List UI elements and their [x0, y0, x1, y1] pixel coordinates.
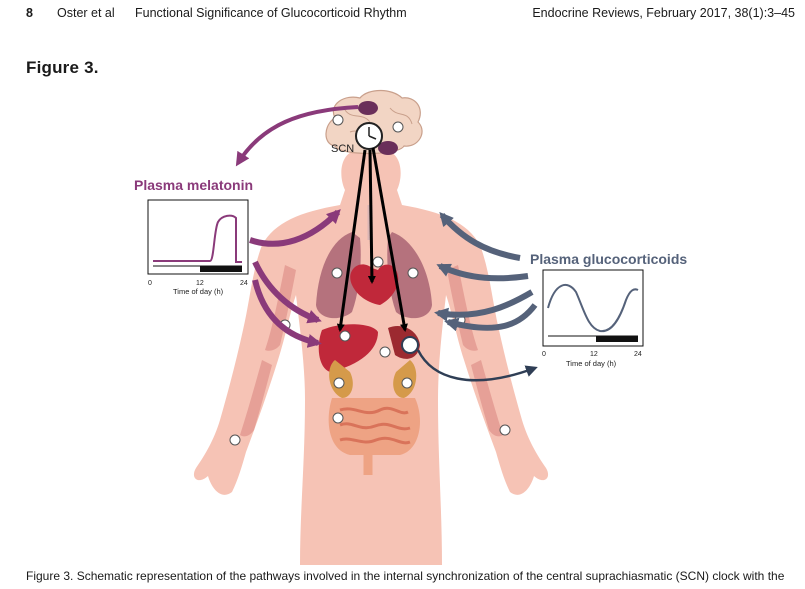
running-title: Functional Significance of Glucocorticoi… [135, 6, 407, 20]
melatonin-title: Plasma melatonin [134, 177, 253, 193]
heart-icon [350, 264, 399, 305]
clock-icon [407, 267, 419, 279]
tick-label: 24 [634, 351, 642, 358]
journal-citation: Endocrine Reviews, February 2017, 38(1):… [532, 6, 795, 20]
tick-label: 12 [196, 280, 204, 287]
scn-pathway-arrows [336, 147, 408, 332]
clock-icon [333, 377, 345, 389]
glucocorticoid-title: Plasma glucocorticoids [530, 251, 687, 267]
clock-icon [392, 121, 404, 133]
page-header: 8 Oster et al Functional Significance of… [0, 6, 805, 26]
figure-caption: Figure 3. Schematic representation of th… [26, 569, 785, 583]
glucocorticoid-chart: 0 12 24 Time of day (h) [542, 269, 644, 368]
tick-label: 24 [240, 280, 248, 287]
x-axis-label: Time of day (h) [173, 287, 224, 296]
scn-label: SCN [331, 143, 354, 155]
page-number: 8 [26, 6, 33, 20]
clock-icon [372, 256, 384, 268]
tick-label: 12 [590, 351, 598, 358]
x-axis-label: Time of day (h) [566, 359, 617, 368]
clock-icon [339, 330, 351, 342]
clock-icon [401, 377, 413, 389]
figure-label: Figure 3. [26, 58, 99, 77]
peripheral-clocks [229, 114, 511, 446]
night-bar [596, 336, 638, 342]
tick-label: 0 [148, 280, 152, 287]
clock-icon [331, 267, 343, 279]
figure-illustration: SCN [134, 89, 687, 565]
running-authors: Oster et al [57, 6, 115, 20]
human-body-silhouette [193, 150, 549, 565]
clock-icon [332, 412, 344, 424]
glucocorticoid-arrows [416, 211, 538, 382]
glucocorticoid-curve [547, 283, 639, 333]
melatonin-arrows [235, 105, 359, 348]
intestine-icon [328, 398, 420, 475]
scn-clock-icon [355, 122, 383, 150]
night-bar [200, 266, 242, 272]
tick-label: 0 [542, 351, 546, 358]
melatonin-curve [153, 214, 242, 263]
clock-icon [229, 434, 241, 446]
liver-icon [318, 324, 378, 372]
clock-icon [499, 424, 511, 436]
melatonin-chart: 0 12 24 Time of day (h) [147, 199, 249, 296]
clock-icon [332, 114, 344, 126]
adrenal-clock-icon [401, 336, 419, 354]
clock-icon [379, 346, 391, 358]
